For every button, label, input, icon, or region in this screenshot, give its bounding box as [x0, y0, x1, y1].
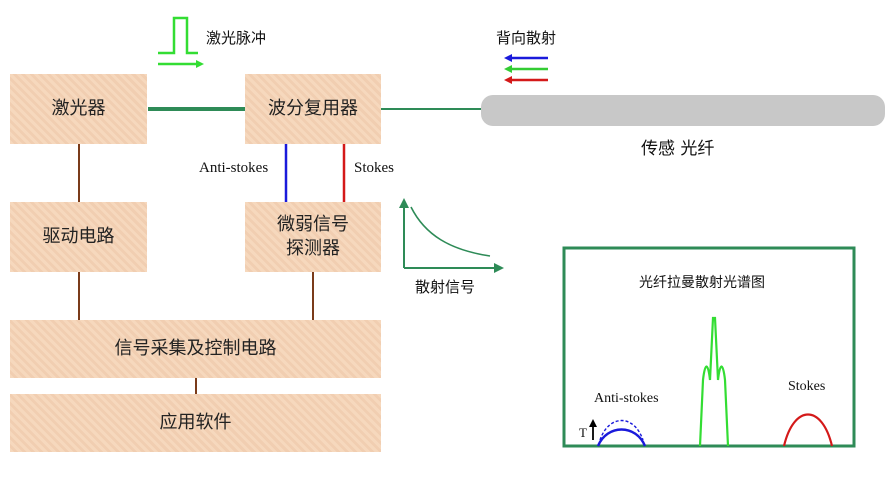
anti-stokes-peak-raised: [599, 420, 644, 441]
spectrum-t-label: T: [579, 425, 587, 440]
stokes-label: Stokes: [354, 160, 395, 176]
spectrum-anti-stokes-label: Anti-stokes: [594, 391, 659, 406]
spectrum-stokes-label: Stokes: [788, 379, 826, 394]
laser-pulse-label: 激光脉冲: [206, 29, 267, 47]
wdm-block: 波分复用器: [245, 74, 381, 144]
anti-stokes-label: Anti-stokes: [199, 160, 269, 176]
driver-block: 驱动电路: [10, 202, 147, 272]
laser-block: 激光器: [10, 74, 147, 144]
scatter-signal-label: 散射信号: [415, 278, 476, 296]
decay-curve-icon: [399, 198, 504, 273]
acquisition-block: 信号采集及控制电路: [10, 320, 381, 378]
anti-stokes-peak: [596, 428, 647, 447]
rayleigh-peak: [698, 316, 730, 447]
sensing-fiber-label: 传感 光纤: [641, 139, 715, 159]
spectrum-title: 光纤拉曼散射光谱图: [639, 275, 765, 291]
stokes-peak: [782, 413, 834, 447]
backscatter-arrows-icon: [504, 54, 548, 84]
sensing-fiber: [481, 95, 885, 126]
spectrum-frame: [562, 246, 856, 448]
laser-pulse-icon: [158, 16, 204, 68]
t-arrow-icon: [589, 419, 597, 440]
backscatter-label: 背向散射: [496, 29, 557, 47]
detector-block: 微弱信号 探测器: [245, 202, 381, 272]
software-block: 应用软件: [10, 394, 381, 452]
